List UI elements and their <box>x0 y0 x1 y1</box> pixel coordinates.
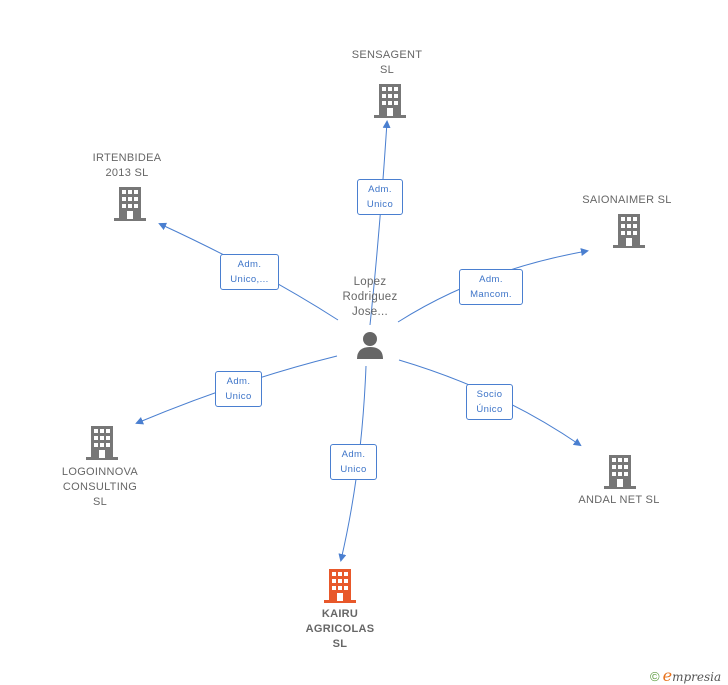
relation-badge-andal[interactable]: Socio Único <box>466 384 513 420</box>
relation-text: Mancom. <box>470 289 512 300</box>
company-name-line: AGRICOLAS <box>305 623 375 635</box>
copyright-icon: © <box>650 669 660 684</box>
relation-text: Unico <box>225 391 252 402</box>
person-name-line-2: Rodriguez <box>342 291 398 303</box>
relation-text: Adm. <box>368 184 392 195</box>
company-name-line: IRTENBIDEA <box>92 152 162 164</box>
relation-text: Unico <box>340 464 367 475</box>
company-name-line: SL <box>379 64 395 76</box>
relation-text: Socio <box>476 389 503 400</box>
relation-badge-kairu[interactable]: Adm. Unico <box>330 444 377 480</box>
company-name-line: 2013 SL <box>105 167 149 179</box>
company-name-line: SL <box>92 496 108 508</box>
brand-logo-text: mpresia <box>672 670 722 684</box>
person-icon[interactable] <box>355 330 385 360</box>
company-name-line: SL <box>332 638 348 650</box>
relation-badge-saionaimer[interactable]: Adm. Mancom. <box>459 269 523 305</box>
company-name-line: KAIRU <box>321 608 359 620</box>
company-name-line: SENSAGENT <box>351 49 423 61</box>
building-icon[interactable] <box>324 569 356 603</box>
person-name[interactable]: Lopez Rodriguez Jose... <box>330 275 410 320</box>
person-name-line-1: Lopez <box>353 276 387 288</box>
brand-logo-e: e <box>662 666 673 685</box>
company-name-line: SAIONAIMER SL <box>582 194 672 206</box>
relation-badge-sensagent[interactable]: Adm. Unico <box>357 179 403 215</box>
relation-badge-logoinnova[interactable]: Adm. Unico <box>215 371 262 407</box>
relation-text: Adm. <box>237 259 262 270</box>
building-icon[interactable] <box>613 214 645 248</box>
company-label-sensagent[interactable]: SENSAGENT SL <box>337 48 437 78</box>
relation-text: Único <box>476 404 503 415</box>
company-label-irtenbidea[interactable]: IRTENBIDEA 2013 SL <box>77 151 177 181</box>
relation-text: Adm. <box>226 376 251 387</box>
building-icon[interactable] <box>114 187 146 221</box>
footer-brand[interactable]: ©empresia <box>650 666 721 685</box>
company-name-line: LOGOINNOVA <box>61 466 139 478</box>
building-icon[interactable] <box>604 455 636 489</box>
relation-text: Unico,... <box>230 274 269 285</box>
company-name-line: CONSULTING <box>62 481 138 493</box>
person-name-line-3: Jose... <box>352 306 388 318</box>
relation-badge-irtenbidea[interactable]: Adm. Unico,... <box>220 254 279 290</box>
link-sensagent <box>369 120 391 326</box>
company-name-line: ANDAL NET SL <box>578 494 660 506</box>
company-label-kairu[interactable]: KAIRU AGRICOLAS SL <box>290 607 390 652</box>
relation-text: Adm. <box>479 274 503 285</box>
company-label-saionaimer[interactable]: SAIONAIMER SL <box>572 193 682 208</box>
relation-text: Unico <box>366 199 394 210</box>
building-icon[interactable] <box>86 426 118 460</box>
relation-text: Adm. <box>341 449 366 460</box>
company-label-andal[interactable]: ANDAL NET SL <box>564 493 674 508</box>
building-icon[interactable] <box>374 84 406 118</box>
company-label-logoinnova[interactable]: LOGOINNOVA CONSULTING SL <box>50 465 150 510</box>
